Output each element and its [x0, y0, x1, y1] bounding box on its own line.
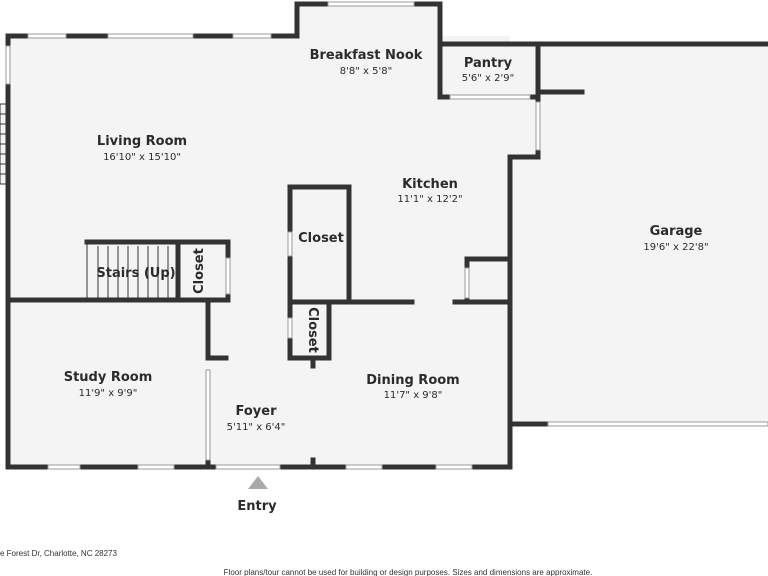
side-steps: [0, 103, 8, 185]
study-room-dim: 11'9" x 9'9": [79, 388, 138, 399]
garage-label: Garage: [650, 224, 703, 239]
stair-treads: [86, 242, 169, 298]
address-text: e Forest Dr, Charlotte, NC 28273: [0, 549, 117, 558]
kitchen-label: Kitchen: [402, 177, 458, 192]
entry-arrow-icon: [248, 476, 268, 489]
stairs-label: Stairs (Up): [96, 266, 175, 281]
pantry-label: Pantry: [464, 56, 513, 71]
floor-fill: [0, 4, 768, 467]
kitchen-dim: 11'1" x 12'2": [397, 194, 462, 205]
living-room-label: Living Room: [97, 134, 187, 149]
pantry-dim: 5'6" x 2'9": [462, 73, 514, 84]
dining-room-dim: 11'7" x 9'8": [384, 390, 443, 401]
garage-dim: 19'6" x 22'8": [643, 242, 708, 253]
entry-label: Entry: [237, 499, 277, 514]
breakfast-nook-label: Breakfast Nook: [310, 48, 423, 63]
breakfast-nook-dim: 8'8" x 5'8": [340, 66, 392, 77]
disclaimer-text: Floor plans/tour cannot be used for buil…: [224, 568, 593, 576]
closet-upper-label: Closet: [298, 231, 344, 246]
foyer-dim: 5'11" x 6'4": [227, 422, 286, 433]
room-labels: Breakfast Nook 8'8" x 5'8" Pantry 5'6" x…: [64, 48, 709, 514]
closet-stairs-label: Closet: [192, 248, 207, 294]
study-room-label: Study Room: [64, 370, 153, 385]
dining-room-label: Dining Room: [366, 373, 459, 388]
living-room-dim: 16'10" x 15'10": [103, 152, 181, 163]
windows: [5, 1, 768, 470]
foyer-label: Foyer: [236, 404, 278, 419]
closet-lower-label: Closet: [305, 307, 320, 353]
